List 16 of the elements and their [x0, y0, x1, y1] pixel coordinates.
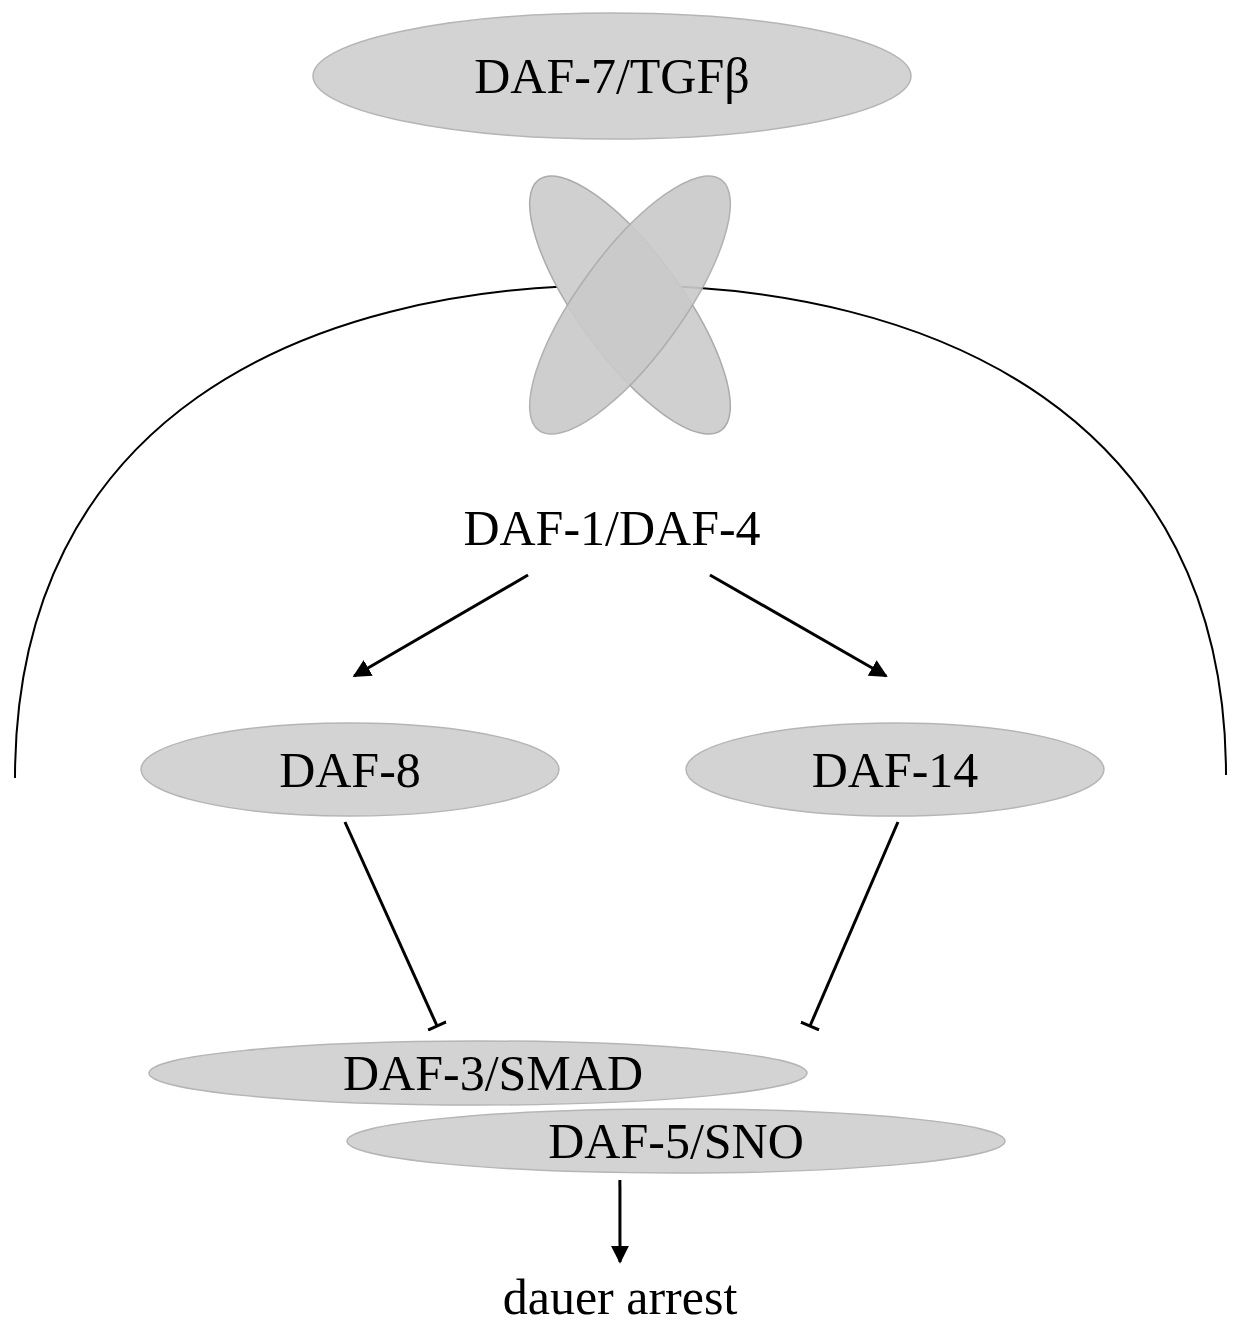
protein-label: DAF-14: [811, 744, 979, 795]
protein-ellipse: [148, 1040, 808, 1106]
inhibition-line: [343, 821, 448, 1032]
arrow: [709, 573, 888, 678]
protein-label: DAF-8: [279, 744, 421, 795]
protein-label: DAF-3/SMAD: [341, 1048, 644, 1098]
protein-label: DAF-5/SNO: [548, 1116, 804, 1166]
arrow: [611, 1180, 629, 1264]
inhibition-line: [799, 821, 900, 1032]
protein-ellipse: [140, 722, 560, 817]
protein-ellipse: [685, 722, 1105, 817]
protein-label: dauer arrest: [502, 1272, 738, 1322]
ligand-ellipse: [312, 12, 912, 140]
protein-label: DAF-1/DAF-4: [463, 503, 761, 553]
arrow: [352, 573, 529, 678]
protein-ellipse: [346, 1108, 1006, 1174]
